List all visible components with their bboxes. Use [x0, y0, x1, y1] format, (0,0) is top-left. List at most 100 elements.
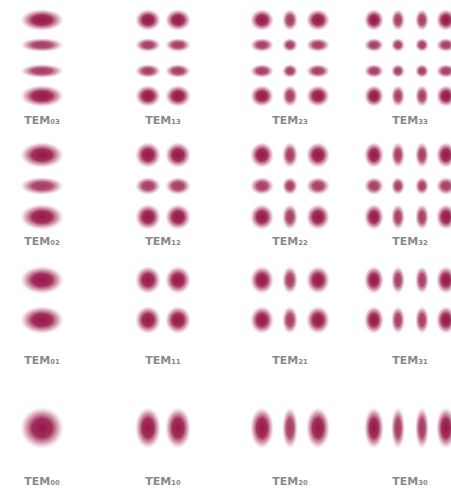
intensity-lobe	[364, 64, 384, 78]
intensity-lobe	[391, 407, 405, 449]
intensity-lobe	[391, 38, 405, 52]
intensity-lobe	[165, 204, 191, 230]
intensity-lobe	[391, 204, 405, 230]
intensity-lobe	[364, 142, 384, 168]
intensity-lobe	[364, 204, 384, 230]
intensity-lobe	[364, 266, 384, 294]
mode-label: TEM₁₀	[145, 475, 181, 489]
mode-label: TEM₃₃	[392, 114, 428, 128]
intensity-lobe	[165, 266, 191, 294]
intensity-lobe	[306, 9, 330, 31]
intensity-lobe	[165, 64, 191, 78]
mode-label: TEM₃₁	[392, 354, 428, 368]
intensity-lobe	[364, 9, 384, 31]
mode-label: TEM₀₀	[24, 475, 60, 489]
intensity-lobe	[415, 204, 429, 230]
intensity-lobe	[282, 266, 298, 294]
intensity-lobe	[415, 306, 429, 334]
intensity-lobe	[415, 64, 429, 78]
intensity-lobe	[20, 85, 64, 107]
intensity-lobe	[135, 38, 161, 52]
intensity-lobe	[436, 85, 451, 107]
intensity-lobe	[20, 142, 64, 168]
intensity-lobe	[436, 64, 451, 78]
mode-label: TEM₀₂	[24, 235, 60, 249]
intensity-lobe	[20, 64, 64, 78]
intensity-lobe	[436, 266, 451, 294]
intensity-lobe	[436, 177, 451, 195]
intensity-lobe	[306, 306, 330, 334]
intensity-lobe	[20, 266, 64, 294]
intensity-lobe	[165, 407, 191, 449]
intensity-lobe	[282, 177, 298, 195]
intensity-lobe	[250, 142, 274, 168]
intensity-lobe	[306, 204, 330, 230]
intensity-lobe	[20, 9, 64, 31]
intensity-lobe	[135, 266, 161, 294]
intensity-lobe	[436, 306, 451, 334]
intensity-lobe	[282, 85, 298, 107]
mode-label: TEM₁₁	[145, 354, 181, 368]
intensity-lobe	[306, 266, 330, 294]
intensity-lobe	[282, 306, 298, 334]
intensity-lobe	[282, 64, 298, 78]
intensity-lobe	[391, 306, 405, 334]
intensity-lobe	[306, 177, 330, 195]
intensity-lobe	[364, 85, 384, 107]
intensity-lobe	[20, 407, 64, 449]
intensity-lobe	[20, 38, 64, 52]
intensity-lobe	[436, 9, 451, 31]
intensity-lobe	[165, 38, 191, 52]
mode-label: TEM₂₂	[272, 235, 308, 249]
intensity-lobe	[415, 142, 429, 168]
mode-label: TEM₂₁	[272, 354, 308, 368]
intensity-lobe	[250, 85, 274, 107]
intensity-lobe	[165, 177, 191, 195]
intensity-lobe	[306, 85, 330, 107]
intensity-lobe	[436, 407, 451, 449]
intensity-lobe	[250, 64, 274, 78]
intensity-lobe	[282, 407, 298, 449]
intensity-lobe	[306, 64, 330, 78]
intensity-lobe	[436, 38, 451, 52]
intensity-lobe	[306, 142, 330, 168]
intensity-lobe	[250, 266, 274, 294]
intensity-lobe	[282, 204, 298, 230]
intensity-lobe	[135, 177, 161, 195]
intensity-lobe	[364, 177, 384, 195]
intensity-lobe	[282, 38, 298, 52]
intensity-lobe	[250, 306, 274, 334]
intensity-lobe	[250, 38, 274, 52]
intensity-lobe	[282, 9, 298, 31]
intensity-lobe	[364, 38, 384, 52]
intensity-lobe	[135, 64, 161, 78]
intensity-lobe	[135, 9, 161, 31]
mode-label: TEM₃₀	[392, 475, 428, 489]
intensity-lobe	[364, 407, 384, 449]
intensity-lobe	[306, 407, 330, 449]
intensity-lobe	[135, 204, 161, 230]
intensity-lobe	[415, 85, 429, 107]
intensity-lobe	[391, 266, 405, 294]
intensity-lobe	[391, 177, 405, 195]
mode-label: TEM₁₃	[145, 114, 181, 128]
intensity-lobe	[415, 38, 429, 52]
intensity-lobe	[20, 306, 64, 334]
intensity-lobe	[391, 64, 405, 78]
mode-label: TEM₃₂	[392, 235, 428, 249]
intensity-lobe	[165, 85, 191, 107]
mode-label: TEM₂₀	[272, 475, 308, 489]
intensity-lobe	[165, 306, 191, 334]
intensity-lobe	[165, 142, 191, 168]
intensity-lobe	[20, 177, 64, 195]
intensity-lobe	[415, 177, 429, 195]
intensity-lobe	[20, 204, 64, 230]
intensity-lobe	[250, 177, 274, 195]
intensity-lobe	[391, 9, 405, 31]
mode-label: TEM₀₃	[24, 114, 60, 128]
intensity-lobe	[415, 407, 429, 449]
intensity-lobe	[165, 9, 191, 31]
intensity-lobe	[391, 142, 405, 168]
